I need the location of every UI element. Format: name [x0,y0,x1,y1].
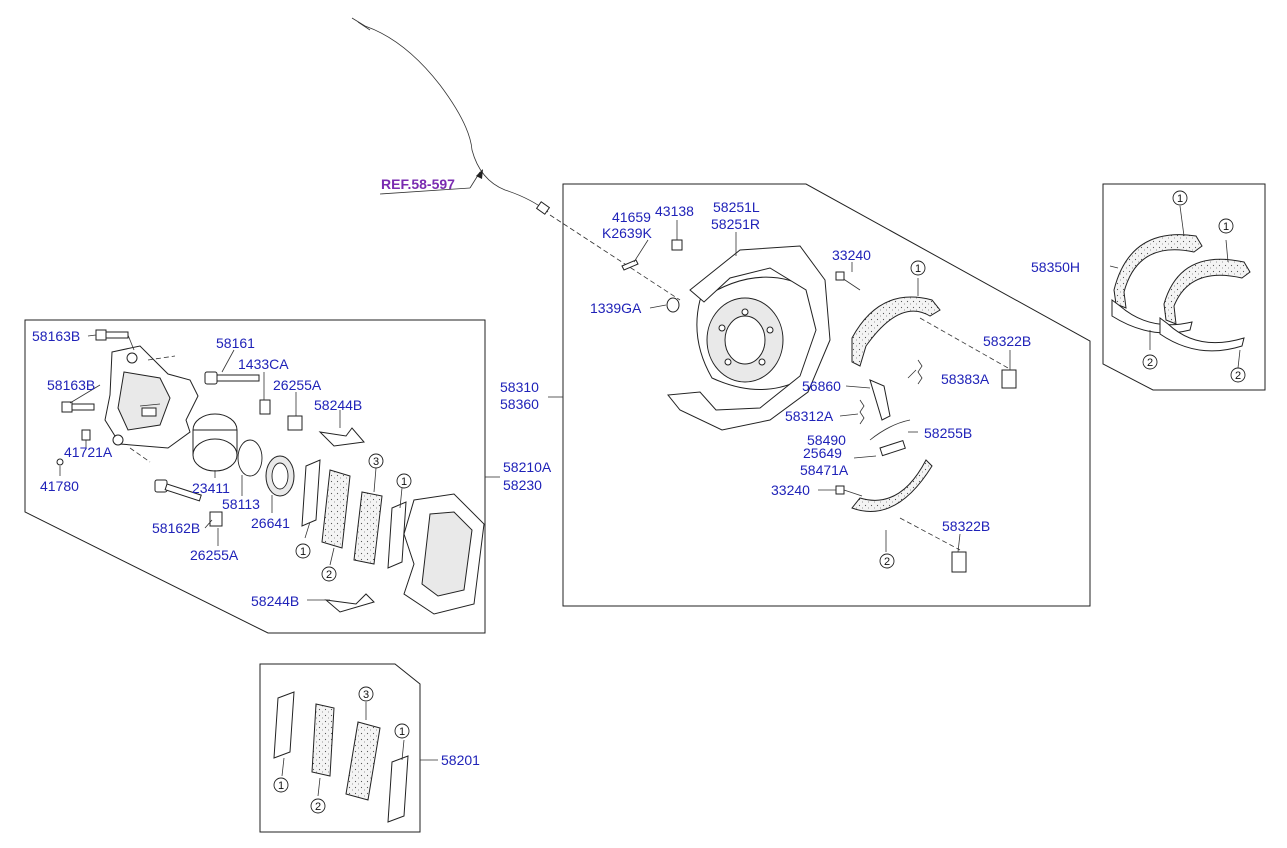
part-label-58322b[interactable]: 58322B [942,518,990,534]
part-label-k2639k[interactable]: K2639K [602,225,652,241]
part-label-58244b[interactable]: 58244B [251,593,299,609]
part-label-33240[interactable]: 33240 [832,247,871,263]
part-label-41780[interactable]: 41780 [40,478,79,494]
part-label-26255a[interactable]: 26255A [273,377,322,393]
rear-pad-kit [273,691,438,823]
brake-shoe-set [1109,205,1251,369]
part-label-58113[interactable]: 58113 [222,496,260,512]
part-label-58161[interactable]: 58161 [216,335,255,351]
front-brake-pads [301,427,407,613]
drum-brake-shoes [851,296,941,512]
guide-pins [154,371,303,527]
callout-markers: 3 1 1 2 1 2 1 1 2 2 3 1 1 2 [273,190,1246,814]
svg-text:1: 1 [1223,221,1229,233]
svg-text:1: 1 [915,263,921,275]
part-label-58360[interactable]: 58360 [500,396,539,412]
svg-text:1: 1 [278,780,284,792]
part-label-58163b[interactable]: 58163B [47,377,95,393]
part-labels: 58163B 58163B 41721A 41780 58161 1433CA … [32,199,1080,768]
part-label-1339ga[interactable]: 1339GA [590,300,642,316]
part-label-58251l[interactable]: 58251L [713,199,760,215]
part-label-58383a[interactable]: 58383A [941,371,990,387]
caliper-housing [104,345,199,449]
part-label-41721a[interactable]: 41721A [64,444,113,460]
part-label-58230[interactable]: 58230 [503,477,542,493]
svg-text:3: 3 [373,456,379,468]
part-label-58255b[interactable]: 58255B [924,425,972,441]
part-label-1433ca[interactable]: 1433CA [238,356,289,372]
reference-link[interactable]: REF.58-597 [381,176,455,192]
part-label-23411[interactable]: 23411 [192,480,230,496]
part-label-58322b[interactable]: 58322B [983,333,1031,349]
svg-text:2: 2 [326,569,332,581]
svg-text:1: 1 [1177,193,1183,205]
parking-brake-cable [351,17,681,301]
caliper-piston-and-seals [192,413,295,497]
svg-text:1: 1 [300,546,306,558]
part-label-58244b[interactable]: 58244B [314,397,362,413]
svg-text:2: 2 [315,801,321,813]
part-label-58350h[interactable]: 58350H [1031,259,1080,275]
svg-text:2: 2 [884,556,890,568]
part-label-26255a[interactable]: 26255A [190,547,239,563]
part-label-58251r[interactable]: 58251R [711,216,760,232]
shoe-hardware [835,271,1017,573]
part-label-58310[interactable]: 58310 [500,379,539,395]
svg-text:1: 1 [401,476,407,488]
dust-shield [667,245,831,431]
backing-plate [696,276,820,390]
part-label-58471a[interactable]: 58471A [800,462,849,478]
caliper-leaders [59,334,500,601]
svg-text:2: 2 [1147,357,1153,369]
svg-text:1: 1 [399,726,405,738]
part-label-58163b[interactable]: 58163B [32,328,80,344]
drum-brake-group-frame [562,183,1091,607]
part-label-43138[interactable]: 43138 [655,203,694,219]
pad-kit-frame [259,663,421,833]
part-label-58312a[interactable]: 58312A [785,408,834,424]
svg-text:2: 2 [1235,370,1241,382]
part-label-26641[interactable]: 26641 [251,515,290,531]
part-label-33240[interactable]: 33240 [771,482,810,498]
part-label-56860[interactable]: 56860 [802,378,841,394]
part-label-58201[interactable]: 58201 [441,752,480,768]
part-label-58490[interactable]: 58490 [807,432,846,448]
drum-leaders [818,262,1011,553]
svg-text:3: 3 [363,689,369,701]
part-label-25649[interactable]: 25649 [803,445,842,461]
caliper-group-frame [24,319,486,634]
caliper-bolt [61,329,135,413]
part-label-58210a[interactable]: 58210A [503,459,552,475]
caliper-bracket [403,493,485,615]
brake-shoe-set-frame [1102,183,1266,391]
part-label-58162b[interactable]: 58162B [152,520,200,536]
part-label-41659[interactable]: 41659 [612,209,651,225]
hardware-bits [548,220,737,398]
